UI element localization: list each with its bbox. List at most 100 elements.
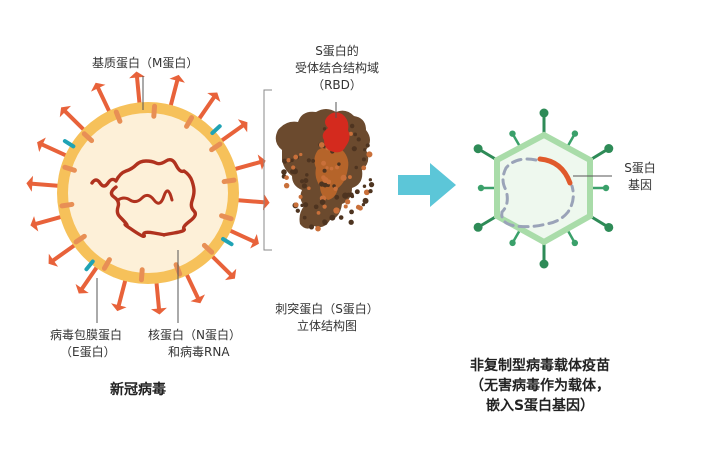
m-protein-mark [59, 201, 75, 209]
spike-surface-dot [366, 151, 373, 158]
spike-surface-dot [334, 165, 340, 170]
vaccine-title-line3: 嵌入S蛋白基因） [485, 398, 595, 414]
spike-surface-dot [329, 166, 334, 171]
spike-surface-dot [307, 186, 311, 191]
spike-surface-dot [344, 199, 351, 205]
spike-surface-dot [346, 192, 351, 197]
virus-spike-head [207, 92, 221, 103]
spike-surface-dot [318, 142, 325, 148]
spike-surface-dot [298, 194, 303, 199]
spike-surface-dot [313, 204, 319, 210]
vector-spike-knob [509, 239, 516, 247]
spike-surface-dot [299, 179, 305, 184]
vaccine-title-line2: （无害病毒作为载体， [470, 378, 610, 394]
e-protein-mark [221, 236, 234, 247]
vector-spike-knob [571, 130, 579, 137]
spike-surface-dot [293, 154, 299, 160]
virus-spike-head [169, 74, 185, 83]
spike-surface-dot [362, 184, 367, 188]
spike-surface-dot [286, 158, 291, 163]
spike-surface-dot [323, 220, 328, 224]
spike-surface-dot [337, 162, 341, 166]
viral-rna-strand [90, 157, 198, 239]
virus-spike-stalk [135, 75, 142, 110]
rbd-label: S蛋白的 受体结合结构域 （RBD） [282, 43, 392, 94]
vector-spike-knob [602, 184, 610, 192]
s-gene-label-line2: 基因 [627, 178, 652, 192]
vector-spike-knob [473, 222, 483, 232]
e-protein-marks [62, 124, 234, 272]
vector-spike-knob [477, 184, 485, 192]
spike-surface-dot [295, 208, 300, 213]
s-gene-label-line1: S蛋白 [624, 161, 656, 175]
spike-surface-dot [329, 214, 336, 221]
e-protein-label-line2: （E蛋白） [60, 345, 116, 359]
spike-surface-dot [322, 127, 327, 131]
spike-surface-dot [334, 194, 340, 200]
m-protein-mark [219, 213, 234, 222]
m-protein-mark [209, 141, 223, 153]
spike-surface-dot [338, 215, 344, 220]
n-protein-label-line2: 和病毒RNA [168, 345, 230, 359]
virus-spike-head [90, 82, 106, 92]
spike-surface-dot [290, 169, 295, 174]
viral-rna-strand-inner [116, 189, 174, 205]
virus-inner-core [68, 113, 228, 273]
spike-surface-dot [311, 158, 316, 163]
vector-dna [500, 157, 575, 229]
virus-spike-stalk [182, 268, 200, 300]
virus-spike-head [111, 303, 127, 312]
e-protein-mark [210, 124, 222, 136]
spike-caption-line1: 刺突蛋白（S蛋白） [275, 302, 379, 316]
e-protein-label: 病毒包膜蛋白 （E蛋白） [50, 327, 122, 361]
spike-surface-dot [368, 181, 375, 188]
spike-surface-dot [322, 176, 329, 184]
virus-spike-head [257, 154, 266, 170]
m-protein-mark [151, 103, 158, 119]
vaccine-title: 非复制型病毒载体疫苗 （无害病毒作为载体， 嵌入S蛋白基因） [440, 356, 640, 416]
spike-surface-dot [302, 202, 309, 208]
virus-spike-stalk [63, 109, 89, 135]
spike-surface-dot [322, 168, 327, 173]
spike-bracket [263, 89, 272, 251]
spike-surface-dot [321, 160, 327, 166]
m-protein-mark [62, 164, 77, 173]
spike-surface-dot [354, 189, 360, 195]
spike-surface-dot [354, 165, 358, 170]
m-protein-marks [59, 103, 237, 283]
vector-spike-knob [539, 259, 549, 269]
m-protein-mark [138, 267, 145, 283]
spike-surface-dot [281, 169, 287, 175]
m-protein-mark [201, 242, 215, 255]
spike-surface-dot [347, 175, 352, 180]
spike-surface-dot [349, 123, 355, 129]
m-protein-mark [221, 177, 237, 185]
rbd-label-line1: S蛋白的 [315, 44, 359, 58]
spike-surface-dot [348, 131, 353, 136]
viral-vector-illustration [473, 108, 614, 269]
spike-protein-highlight [314, 146, 349, 200]
vector-spike-knob [604, 144, 614, 154]
spike-surface-dot [361, 165, 367, 171]
spike-surface-dot [315, 225, 321, 232]
virus-spike-head [190, 294, 206, 304]
spike-surface-dot [325, 166, 329, 170]
virus-spike-head [262, 194, 270, 211]
virus-spike-head [48, 253, 59, 267]
m-protein-mark [81, 131, 95, 144]
spike-surface-dot [308, 224, 315, 230]
vector-spike-knob [604, 222, 614, 232]
spike-surface-dot [357, 205, 363, 211]
spike-surface-dot [316, 211, 321, 215]
spike-surface-dot [363, 148, 367, 152]
virus-spike-head [225, 268, 237, 281]
transition-arrow [398, 163, 456, 207]
s-protein-gene-insert [537, 156, 573, 186]
virus-spike-head [59, 105, 71, 118]
e-protein-mark [84, 259, 95, 272]
spike-surface-dot [353, 132, 358, 137]
m-protein-mark [101, 257, 112, 271]
virus-spike-head [150, 307, 167, 315]
spike-surface-dot [284, 175, 289, 180]
spike-surface-dot [293, 202, 299, 208]
